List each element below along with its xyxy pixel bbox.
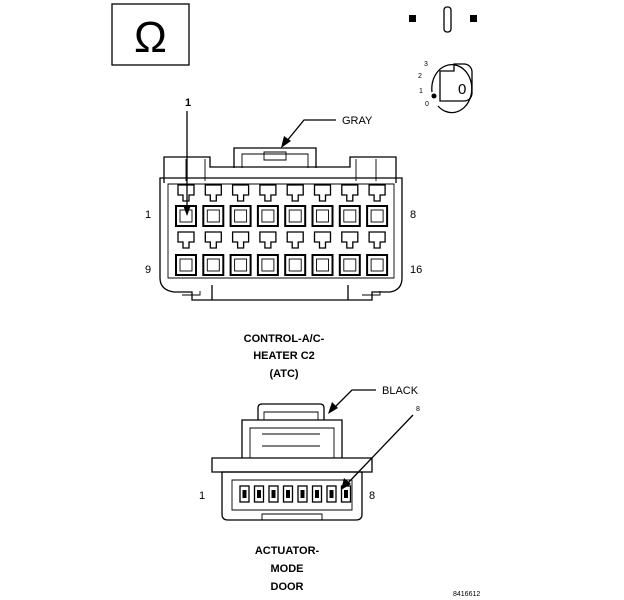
actuator-cavity bbox=[326, 485, 337, 503]
actuator-cavity bbox=[282, 485, 294, 503]
c2-cavity bbox=[256, 231, 279, 276]
c2-cavity bbox=[175, 231, 197, 276]
c2-cavity bbox=[202, 184, 225, 227]
legend-marks bbox=[409, 6, 477, 33]
key-position-1: 1 bbox=[419, 88, 423, 95]
omega-symbol-box: Ω bbox=[111, 3, 190, 66]
actuator-latch bbox=[257, 403, 325, 420]
actuator-name-line-1: ACTUATOR- bbox=[255, 545, 320, 557]
color-leader-line bbox=[285, 119, 336, 143]
c2-cavity-grid bbox=[175, 184, 389, 276]
c2-pin-16: 16 bbox=[410, 264, 422, 276]
c2-pin-1: 1 bbox=[145, 209, 151, 221]
c2-cavity bbox=[311, 231, 334, 276]
key-cylinder-label: 0 bbox=[458, 81, 466, 98]
c2-housing bbox=[159, 177, 403, 301]
c2-cavity bbox=[338, 231, 361, 276]
c2-pin-8: 8 bbox=[410, 209, 416, 221]
omega-icon: Ω bbox=[134, 13, 167, 62]
arrowhead-icon bbox=[328, 402, 338, 414]
actuator-housing bbox=[221, 471, 363, 521]
c2-cavity bbox=[229, 231, 252, 276]
connector-c2: 1 GRAY 1 8 9 16 CONTROL-A/C- HEATER C2 (… bbox=[145, 97, 422, 380]
key-cylinder-icon: 3 2 1 0 0 bbox=[418, 61, 473, 114]
actuator-cavity bbox=[239, 485, 250, 503]
c2-cavity bbox=[284, 231, 307, 276]
c2-name-line-3: (ATC) bbox=[269, 368, 298, 380]
actuator-cavity-row bbox=[239, 485, 352, 503]
c2-cavity bbox=[311, 184, 334, 227]
arrowhead-icon bbox=[183, 205, 191, 216]
actuator-cavity bbox=[253, 485, 265, 503]
c2-name-line-1: CONTROL-A/C- bbox=[244, 333, 325, 345]
key-position-0: 0 bbox=[425, 101, 429, 108]
actuator-pin-8: 8 bbox=[369, 490, 375, 502]
actuator-color-label: BLACK bbox=[382, 385, 419, 397]
key-position-2: 2 bbox=[418, 73, 422, 80]
color-leader-line bbox=[333, 389, 376, 409]
vertical-slot-icon bbox=[443, 6, 452, 33]
callout-leader-line bbox=[346, 414, 414, 485]
figure-id: 8416612 bbox=[453, 591, 480, 598]
c2-latch bbox=[233, 147, 317, 168]
c2-cavity bbox=[284, 184, 307, 227]
c2-cavity bbox=[202, 231, 225, 276]
actuator-callout-number: 8 bbox=[416, 406, 420, 413]
actuator-name-line-3: DOOR bbox=[271, 581, 304, 593]
connector-actuator: BLACK 8 1 8 ACTUATOR- MODE DOOR bbox=[199, 385, 420, 593]
symbol-frame bbox=[111, 3, 190, 66]
c2-cavity bbox=[229, 184, 252, 227]
actuator-cavity bbox=[297, 485, 308, 503]
c2-cavity bbox=[366, 184, 389, 227]
key-position-3: 3 bbox=[424, 61, 428, 68]
square-dot-icon bbox=[409, 15, 416, 22]
arrowhead-icon bbox=[281, 136, 291, 148]
c2-callout-number: 1 bbox=[185, 97, 191, 109]
c2-pin-9: 9 bbox=[145, 264, 151, 276]
c2-name-line-2: HEATER C2 bbox=[253, 350, 315, 362]
actuator-cavity bbox=[311, 485, 323, 503]
actuator-pin-1: 1 bbox=[199, 490, 205, 502]
arrowhead-icon bbox=[341, 478, 351, 490]
c2-cavity bbox=[338, 184, 361, 227]
c2-cavity bbox=[256, 184, 279, 227]
c2-cavity bbox=[366, 231, 389, 276]
c2-color-label: GRAY bbox=[342, 115, 373, 127]
actuator-cavity bbox=[268, 485, 279, 503]
square-dot-icon bbox=[470, 15, 477, 22]
actuator-name-line-2: MODE bbox=[271, 563, 304, 575]
